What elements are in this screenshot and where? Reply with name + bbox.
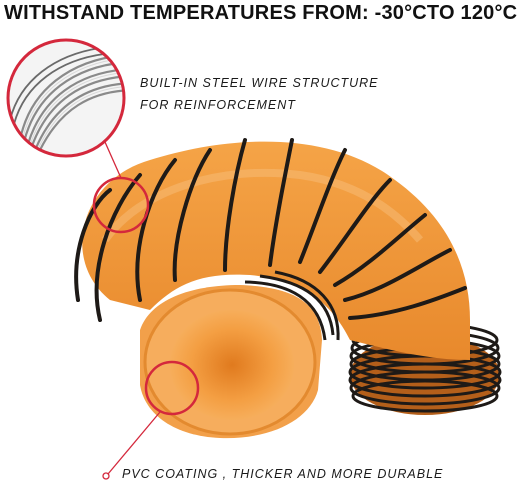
duct-opening — [140, 270, 340, 439]
steel-wire-zoom — [6, 38, 126, 158]
coating-leader-dot — [102, 472, 110, 480]
coating-highlight-marker — [144, 360, 200, 416]
headline: WITHSTAND TEMPERATURES FROM: -30°CTO 120… — [4, 2, 517, 24]
coating-leader-line — [107, 411, 161, 475]
product-illustration — [6, 38, 502, 480]
wire-callout-line1: BUILT-IN STEEL WIRE STRUCTURE — [140, 76, 379, 90]
duct-body — [74, 138, 470, 360]
wire-leader-line — [104, 141, 122, 179]
wire-callout-line2: FOR REINFORCEMENT — [140, 98, 296, 112]
coating-callout: PVC COATING , THICKER AND MORE DURABLE — [122, 467, 444, 481]
